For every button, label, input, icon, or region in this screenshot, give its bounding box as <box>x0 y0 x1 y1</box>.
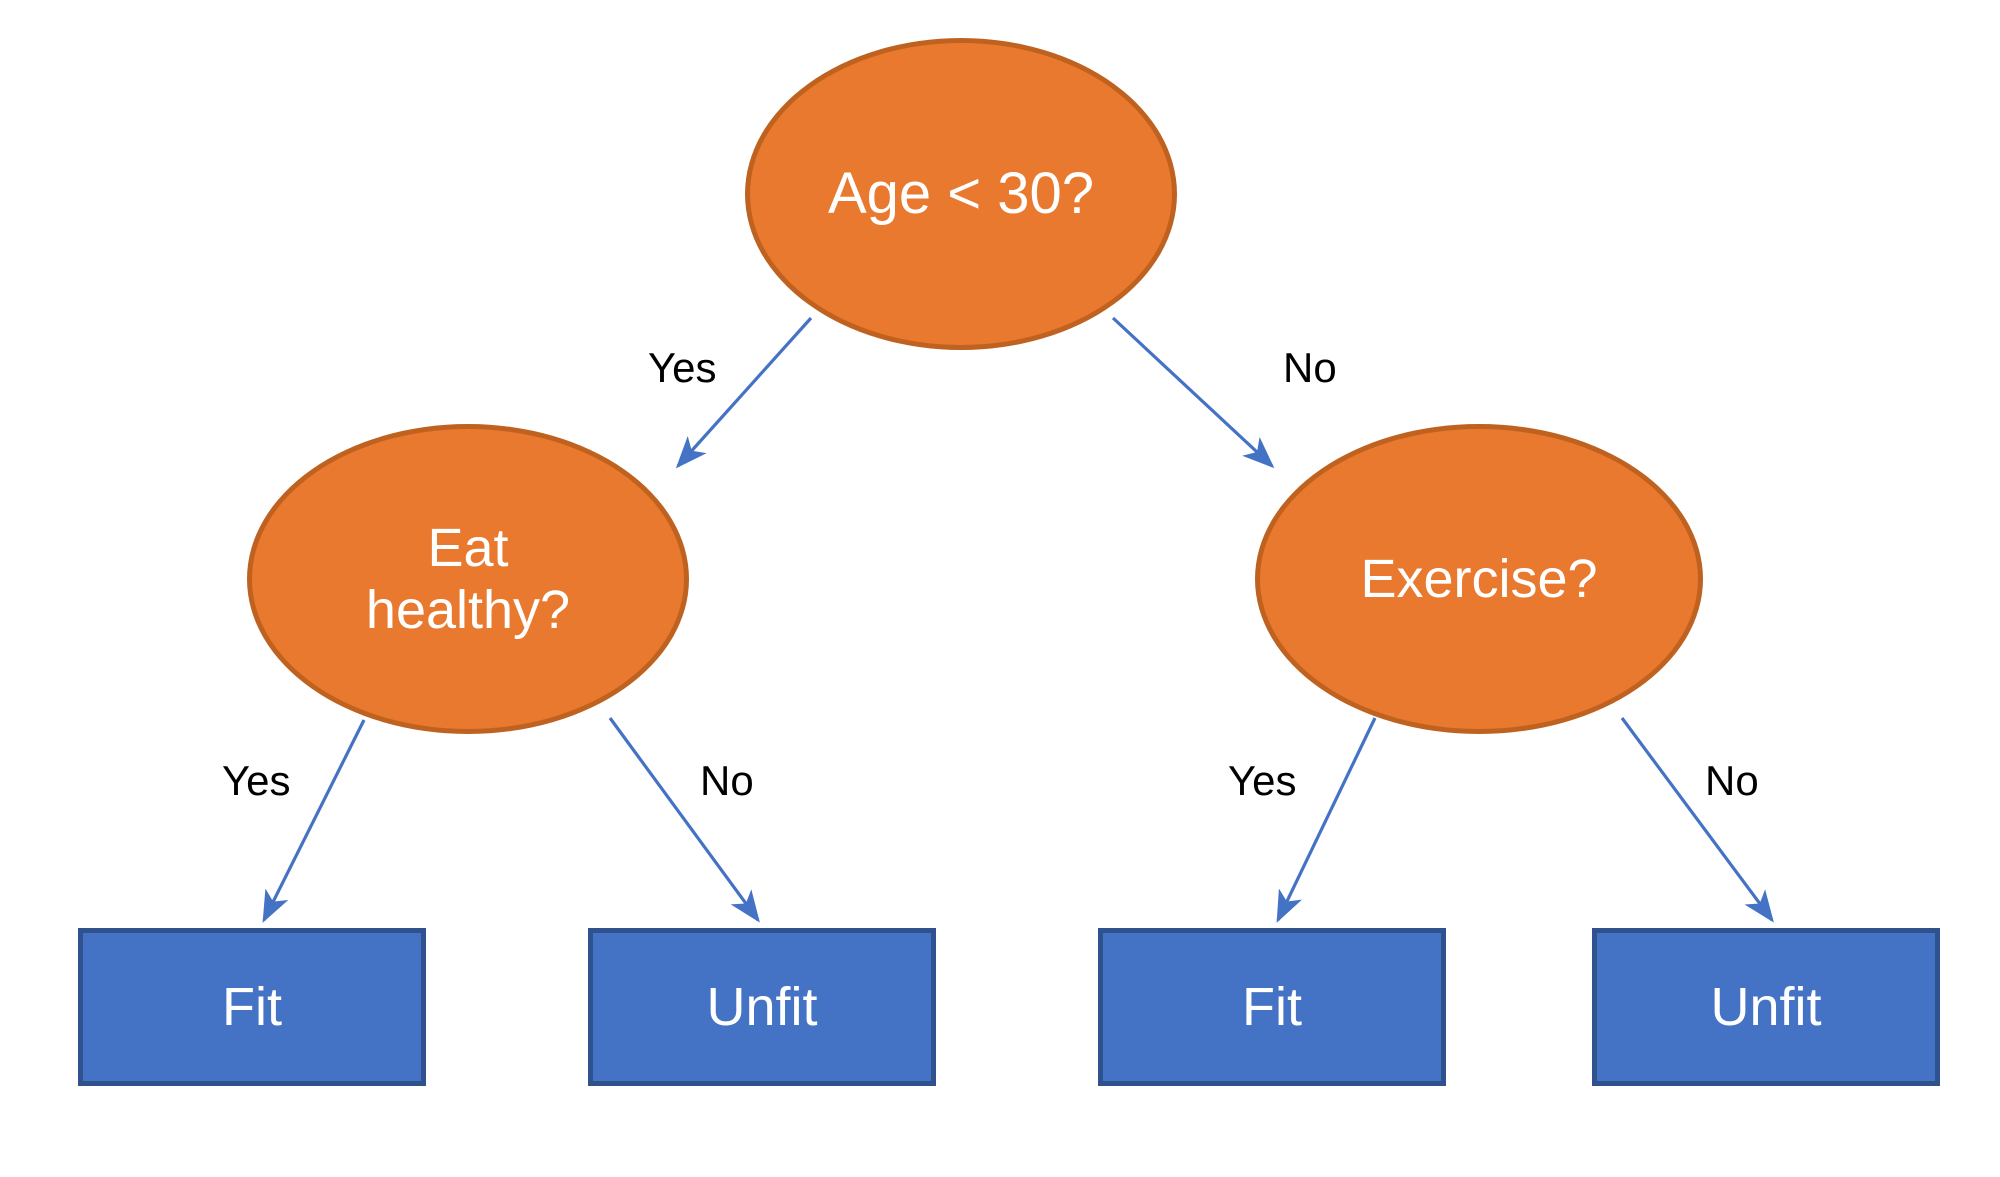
decision-node-eat-healthy[interactable]: Eat healthy? <box>247 424 689 734</box>
edge-root-to-exercise <box>1111 316 1275 469</box>
leaf-node-unfit-2[interactable]: Unfit <box>1592 928 1940 1086</box>
decision-node-age-label: Age < 30? <box>827 160 1095 226</box>
edge-label-root-no: No <box>1283 344 1337 391</box>
decision-node-exercise[interactable]: Exercise? <box>1255 424 1703 734</box>
edge-exercise-to-fit <box>1276 717 1377 923</box>
leaf-node-fit-2-label: Fit <box>1242 977 1302 1037</box>
edge-eat-healthy-to-unfit <box>608 717 760 923</box>
edge-label-eat-healthy-yes: Yes <box>222 757 291 804</box>
edge-root-to-eat-healthy <box>675 316 813 469</box>
edge-eat-healthy-to-fit <box>262 719 366 923</box>
edge-label-root-yes: Yes <box>648 344 717 391</box>
leaf-node-fit-1[interactable]: Fit <box>78 928 426 1086</box>
decision-node-exercise-label: Exercise? <box>1360 548 1598 609</box>
edge-exercise-to-unfit <box>1620 717 1774 923</box>
leaf-node-unfit-2-label: Unfit <box>1710 977 1822 1037</box>
edge-label-eat-healthy-no: No <box>700 757 754 804</box>
edge-label-exercise-no: No <box>1705 757 1759 804</box>
leaf-node-fit-1-label: Fit <box>222 977 282 1037</box>
leaf-node-unfit-1-label: Unfit <box>706 977 818 1037</box>
leaf-node-unfit-1[interactable]: Unfit <box>588 928 936 1086</box>
edge-label-exercise-yes: Yes <box>1228 757 1297 804</box>
decision-node-eat-healthy-label: Eat healthy? <box>365 517 571 640</box>
decision-node-age[interactable]: Age < 30? <box>745 38 1177 350</box>
leaf-node-fit-2[interactable]: Fit <box>1098 928 1446 1086</box>
